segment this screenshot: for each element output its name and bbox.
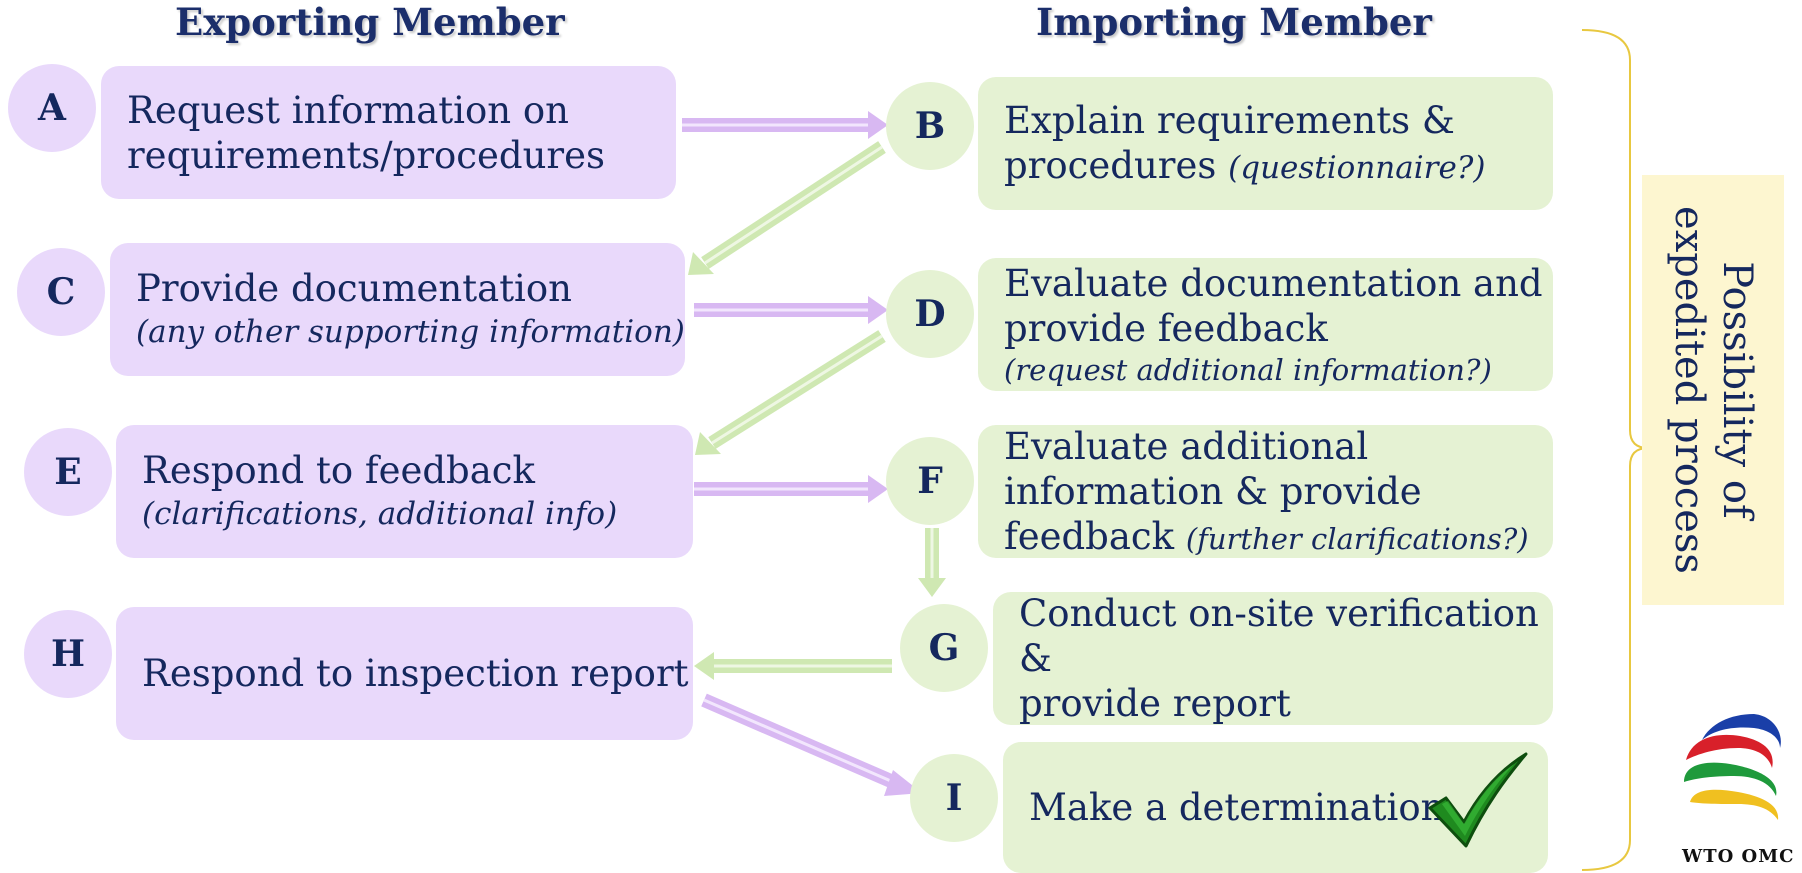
arrow-h-to-i (701, 693, 922, 796)
step-h-line1: Respond to inspection report (142, 652, 689, 695)
step-g-circle: G (900, 604, 988, 692)
step-b-line2: procedures (1004, 144, 1217, 187)
step-e-italic: (clarifications, additional info) (142, 496, 618, 532)
step-f-italic: (further clarifications?) (1185, 521, 1529, 556)
step-c-line1: Provide documentation (136, 267, 572, 310)
wto-logo-text: WTO OMC (1682, 846, 1795, 867)
arrow-f-to-g (918, 528, 946, 597)
step-c-italic: (any other supporting information) (136, 314, 685, 350)
expedited-note-text: Possibility of expedited process (1665, 206, 1761, 574)
step-d-line1: Evaluate documentation and (1004, 261, 1543, 305)
expedited-brace (1581, 29, 1649, 871)
step-f-box: Evaluate additional information & provid… (978, 425, 1553, 558)
step-f-circle: F (886, 437, 974, 525)
step-f-line3-row: feedback (further clarifications?) (1004, 514, 1553, 560)
step-d-circle: D (886, 270, 974, 358)
step-c-circle: C (17, 248, 105, 336)
step-d-line2: provide feedback (1004, 306, 1328, 350)
step-f-line3: feedback (1004, 514, 1175, 558)
checkmark-icon (1428, 752, 1528, 848)
step-c-box: Provide documentation (any other support… (110, 243, 685, 376)
arrow-d-to-e (695, 330, 886, 455)
expedited-note-panel (1642, 175, 1784, 605)
step-b-italic: (questionnaire?) (1228, 150, 1486, 186)
arrow-g-to-h (694, 652, 892, 680)
arrow-e-to-f (694, 475, 888, 503)
wto-logo-icon (1684, 714, 1781, 820)
step-b-box: Explain requirements & procedures (quest… (978, 77, 1553, 210)
arrow-c-to-d (694, 296, 888, 324)
step-b-line1: Explain requirements & (1004, 99, 1455, 142)
expedited-note-line2: expedited process (1666, 206, 1712, 574)
step-a-box: Request information on requirements/proc… (101, 66, 676, 199)
step-a-line1: Request information on (127, 88, 569, 132)
step-b-line2-row: procedures (questionnaire?) (1004, 143, 1553, 189)
expedited-note-line1: Possibility of (1714, 261, 1760, 519)
step-d-italic: (request additional information?) (1004, 352, 1492, 387)
step-h-box: Respond to inspection report (116, 607, 693, 740)
arrow-b-to-c (688, 141, 886, 275)
step-i-circle: I (910, 754, 998, 842)
step-h-circle: H (24, 610, 112, 698)
step-f-line1: Evaluate additional (1004, 424, 1369, 468)
step-i-line1: Make a determination (1029, 786, 1445, 829)
step-f-line2: information & provide (1004, 469, 1422, 513)
step-g-line2: provide report (1019, 682, 1291, 725)
exporting-member-header: Exporting Member (175, 0, 565, 44)
step-b-circle: B (886, 82, 974, 170)
step-a-circle: A (8, 64, 96, 152)
step-e-circle: E (24, 428, 112, 516)
step-i-box: Make a determination (1003, 742, 1548, 873)
importing-member-header: Importing Member (1036, 0, 1432, 44)
arrow-a-to-b (682, 111, 888, 139)
step-g-line1: Conduct on-site verification & (1019, 592, 1539, 680)
step-d-box: Evaluate documentation and provide feedb… (978, 258, 1553, 391)
step-a-line2: requirements/procedures (127, 133, 606, 177)
step-g-box: Conduct on-site verification & provide r… (993, 592, 1553, 725)
step-e-line1: Respond to feedback (142, 449, 535, 492)
step-e-box: Respond to feedback (clarifications, add… (116, 425, 693, 558)
